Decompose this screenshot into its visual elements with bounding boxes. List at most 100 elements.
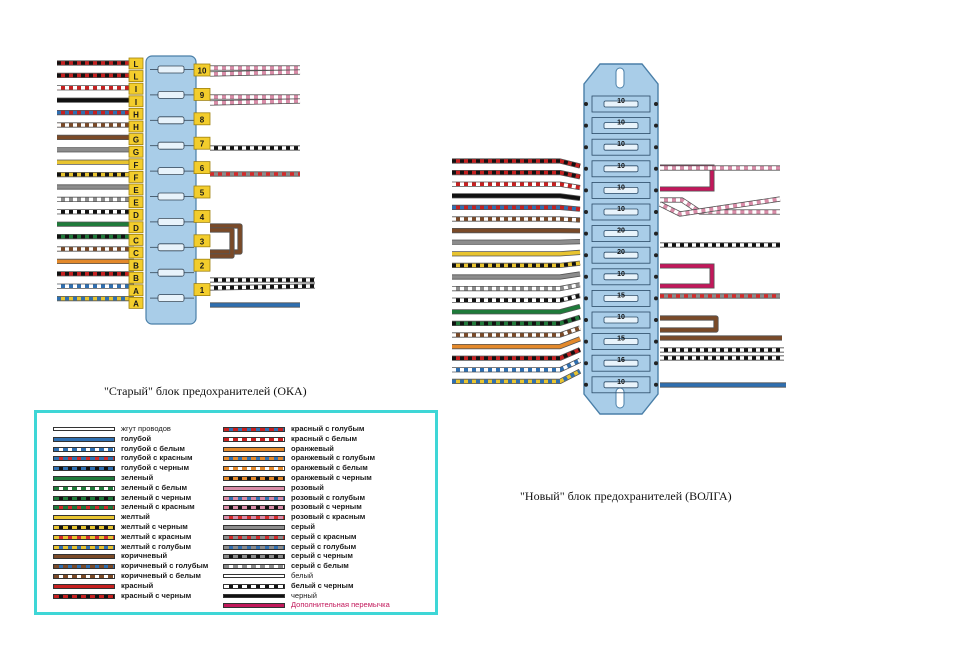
legend-label: розовый с красным xyxy=(291,512,366,522)
old-right-terminal xyxy=(193,258,211,272)
new-fuse-rating: 10 xyxy=(617,379,625,386)
old-left-terminal-letter: C xyxy=(133,236,139,245)
old-right-terminal-number: 7 xyxy=(200,140,205,149)
new-left-wire xyxy=(452,271,581,280)
new-fuse-contact xyxy=(584,123,588,128)
new-fuse-contact xyxy=(654,123,658,128)
new-fuse-rating: 15 xyxy=(617,336,625,343)
new-left-wire xyxy=(452,293,581,303)
old-right-terminal-number: 10 xyxy=(198,67,207,76)
old-fuse xyxy=(157,167,185,176)
legend-swatch xyxy=(223,427,285,432)
legend-label: Дополнительная перемычка xyxy=(291,600,390,610)
legend-label: желтый с красным xyxy=(121,531,192,541)
new-fuse-rating: 10 xyxy=(617,163,625,170)
old-block-right-wires xyxy=(209,65,316,308)
legend-label: желтый с черным xyxy=(121,522,188,531)
old-left-terminal xyxy=(128,296,144,309)
new-fuse-contact xyxy=(654,382,658,387)
old-left-terminal-letter: H xyxy=(133,123,139,132)
new-fuse-rating: 10 xyxy=(617,98,625,105)
new-left-wire xyxy=(452,314,581,326)
old-right-terminal xyxy=(193,161,211,175)
new-fuse xyxy=(603,359,639,367)
old-right-wire xyxy=(209,283,316,291)
new-block-left-wires xyxy=(452,158,582,384)
legend-label: красный с черным xyxy=(121,590,192,600)
legend-swatch xyxy=(53,505,115,511)
old-right-terminal xyxy=(193,136,211,150)
new-left-wire xyxy=(452,170,581,180)
legend-label: серый с голубым xyxy=(291,541,357,551)
old-left-terminal-letter: E xyxy=(133,199,139,208)
new-fuse xyxy=(603,100,639,108)
legend-swatch xyxy=(53,436,115,442)
legend-label: зеленый с черным xyxy=(121,492,192,502)
old-right-terminal xyxy=(193,88,211,101)
legend-label: розовый с голубым xyxy=(291,492,365,502)
new-fuse-contact xyxy=(584,166,588,171)
legend-swatch xyxy=(53,427,115,431)
old-left-terminal-letter: B xyxy=(133,262,139,271)
old-left-terminal xyxy=(128,133,144,146)
old-left-terminal-letter: L xyxy=(134,73,139,82)
legend-swatch xyxy=(53,485,115,491)
old-left-terminal-letter: I xyxy=(135,85,137,94)
new-block-right-wires xyxy=(658,164,786,388)
legend-label: голубой xyxy=(121,433,152,443)
legend-swatch xyxy=(223,525,285,530)
new-fuse-cell xyxy=(591,354,651,372)
old-left-terminal-letter: C xyxy=(133,249,139,258)
new-fuse xyxy=(603,273,639,281)
new-fuse-contact xyxy=(654,145,658,150)
new-fuse-cell xyxy=(591,117,651,134)
legend-label: белый с черным xyxy=(291,580,354,590)
legend-swatch xyxy=(53,583,115,589)
new-fuse-contact xyxy=(654,296,658,301)
legend-label: красный с белым xyxy=(291,433,358,443)
legend-label: коричневый с голубым xyxy=(121,561,209,571)
legend-swatch xyxy=(53,593,115,599)
old-left-terminal xyxy=(128,196,144,209)
new-fuse-cell xyxy=(591,160,651,178)
new-fuse-contact xyxy=(584,188,588,193)
old-fuse xyxy=(157,268,185,277)
legend-swatch xyxy=(223,534,285,540)
old-fuse xyxy=(157,217,185,226)
new-left-wire xyxy=(452,249,581,257)
old-right-terminal xyxy=(193,63,211,77)
old-left-terminal xyxy=(128,120,144,133)
new-fuse-cell xyxy=(591,333,651,351)
old-left-terminal-letter: L xyxy=(134,60,139,69)
legend-swatch xyxy=(53,446,115,452)
new-fuse xyxy=(603,208,639,216)
new-fuse-contact xyxy=(584,361,588,366)
new-fuse-rating: 10 xyxy=(617,120,625,127)
legend-label: зеленый xyxy=(121,473,154,482)
legend-swatch xyxy=(223,564,285,570)
old-right-terminal-number: 9 xyxy=(200,91,205,100)
new-fuse xyxy=(603,381,639,389)
new-block-mount-slot xyxy=(615,67,625,89)
old-left-terminal-letter: I xyxy=(135,98,137,107)
old-block-caption: "Старый" блок предохранителей (ОКА) xyxy=(104,384,307,398)
new-block-caption: "Новый" блок предохранителей (ВОЛГА) xyxy=(520,489,732,503)
new-left-wire xyxy=(452,216,581,223)
new-fuse-rating: 20 xyxy=(617,249,625,256)
new-fuse-contact xyxy=(584,318,588,322)
legend-swatch xyxy=(223,515,285,521)
new-left-wire xyxy=(452,347,582,361)
new-fuse-cell xyxy=(591,138,651,156)
old-left-terminal-letter: A xyxy=(133,287,139,296)
new-fuse xyxy=(603,186,639,194)
old-right-terminal xyxy=(193,234,211,248)
new-left-wire xyxy=(452,336,581,350)
old-left-terminal-letter: F xyxy=(134,161,139,170)
old-left-terminal-letter: G xyxy=(133,148,139,157)
new-left-wire xyxy=(452,193,581,201)
new-left-wire xyxy=(452,368,582,384)
old-right-terminal-number: 4 xyxy=(200,213,205,222)
legend-swatch xyxy=(53,554,115,560)
new-left-wire xyxy=(452,282,581,292)
new-left-wire xyxy=(452,204,581,212)
